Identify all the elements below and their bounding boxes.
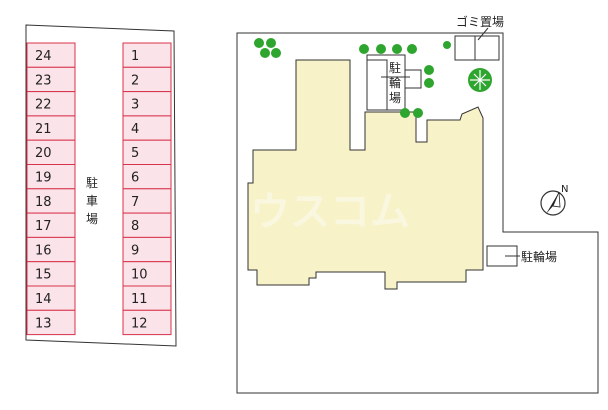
stall-number: 18 bbox=[35, 195, 52, 210]
parking-stall-right bbox=[122, 91, 172, 117]
parking-stall-right bbox=[122, 212, 172, 238]
compass-north-label: N bbox=[561, 184, 568, 195]
trees bbox=[254, 38, 451, 118]
bike-parking-top-inner bbox=[366, 59, 388, 111]
tree bbox=[424, 65, 434, 75]
tree bbox=[424, 78, 434, 88]
tree bbox=[260, 48, 270, 58]
stall-number: 12 bbox=[131, 316, 148, 331]
stall-number: 20 bbox=[35, 146, 52, 161]
stall-number: 16 bbox=[35, 243, 52, 258]
stall-number: 6 bbox=[131, 171, 139, 186]
parking-stall-left bbox=[26, 309, 76, 336]
tree bbox=[407, 44, 417, 54]
parking-label-char-2: 車 bbox=[86, 194, 98, 208]
stall-column-left: 24 23 22 21 20 19 18 17 16 15 14 13 bbox=[26, 42, 76, 336]
tree bbox=[254, 38, 264, 48]
stall-number: 4 bbox=[131, 122, 139, 137]
tree bbox=[443, 41, 451, 49]
parking-stall-left bbox=[26, 42, 76, 68]
parking-stall-right bbox=[122, 115, 172, 141]
stall-number: 19 bbox=[35, 171, 52, 186]
parking-stall-left bbox=[26, 212, 76, 238]
stall-number: 1 bbox=[131, 49, 139, 64]
stall-number: 11 bbox=[131, 292, 148, 307]
stall-number: 14 bbox=[35, 292, 52, 307]
compass-needle bbox=[546, 192, 559, 214]
north-compass: N bbox=[540, 184, 568, 216]
garbage-area bbox=[454, 35, 500, 61]
parking-stall-right bbox=[122, 309, 172, 336]
parking-label-char-3: 場 bbox=[86, 212, 98, 226]
tree bbox=[413, 108, 423, 118]
tree bbox=[376, 44, 386, 54]
stall-number: 9 bbox=[131, 243, 139, 258]
parking-stall-left bbox=[26, 188, 76, 214]
stall-number: 17 bbox=[35, 219, 52, 234]
bike-parking-top-box bbox=[404, 69, 422, 89]
parking-stall-right bbox=[122, 188, 172, 214]
parking-stall-right bbox=[122, 139, 172, 165]
stall-number: 13 bbox=[35, 316, 52, 331]
tree bbox=[392, 44, 402, 54]
stall-number: 10 bbox=[131, 268, 148, 283]
tree bbox=[359, 44, 369, 54]
tree bbox=[266, 38, 276, 48]
stall-number: 7 bbox=[131, 195, 139, 210]
stall-number: 2 bbox=[131, 73, 139, 88]
large-tree bbox=[468, 68, 492, 92]
tree bbox=[271, 48, 281, 58]
garbage-label: ゴミ置場 bbox=[456, 14, 504, 29]
stall-number: 23 bbox=[35, 73, 52, 88]
bike-parking-top-char-3: 場 bbox=[389, 91, 401, 105]
stall-number: 15 bbox=[35, 268, 52, 283]
parking-stall-right bbox=[122, 42, 172, 68]
stall-number: 8 bbox=[131, 219, 139, 234]
stall-number: 5 bbox=[131, 146, 139, 161]
stall-number: 22 bbox=[35, 98, 52, 113]
parking-stall-left bbox=[26, 164, 76, 190]
garbage-leader bbox=[477, 27, 489, 41]
stall-number: 3 bbox=[131, 98, 139, 113]
bike-parking-top-char-1: 駐 bbox=[389, 60, 401, 75]
bike-parking-right-label: 駐輪場 bbox=[521, 249, 557, 264]
parking-stall-left bbox=[26, 236, 76, 263]
parking-stall-left bbox=[26, 285, 76, 311]
parking-label-char-1: 駐 bbox=[86, 175, 98, 190]
parking-stall-left bbox=[26, 91, 76, 117]
stall-number: 24 bbox=[35, 49, 52, 64]
stall-number: 21 bbox=[35, 122, 52, 137]
watermark: ウスコム bbox=[250, 189, 410, 235]
parking-stall-right bbox=[122, 164, 172, 190]
bike-parking-top-char-2: 輪 bbox=[389, 75, 401, 90]
tree bbox=[400, 108, 410, 118]
parking-stall-left bbox=[26, 115, 76, 141]
